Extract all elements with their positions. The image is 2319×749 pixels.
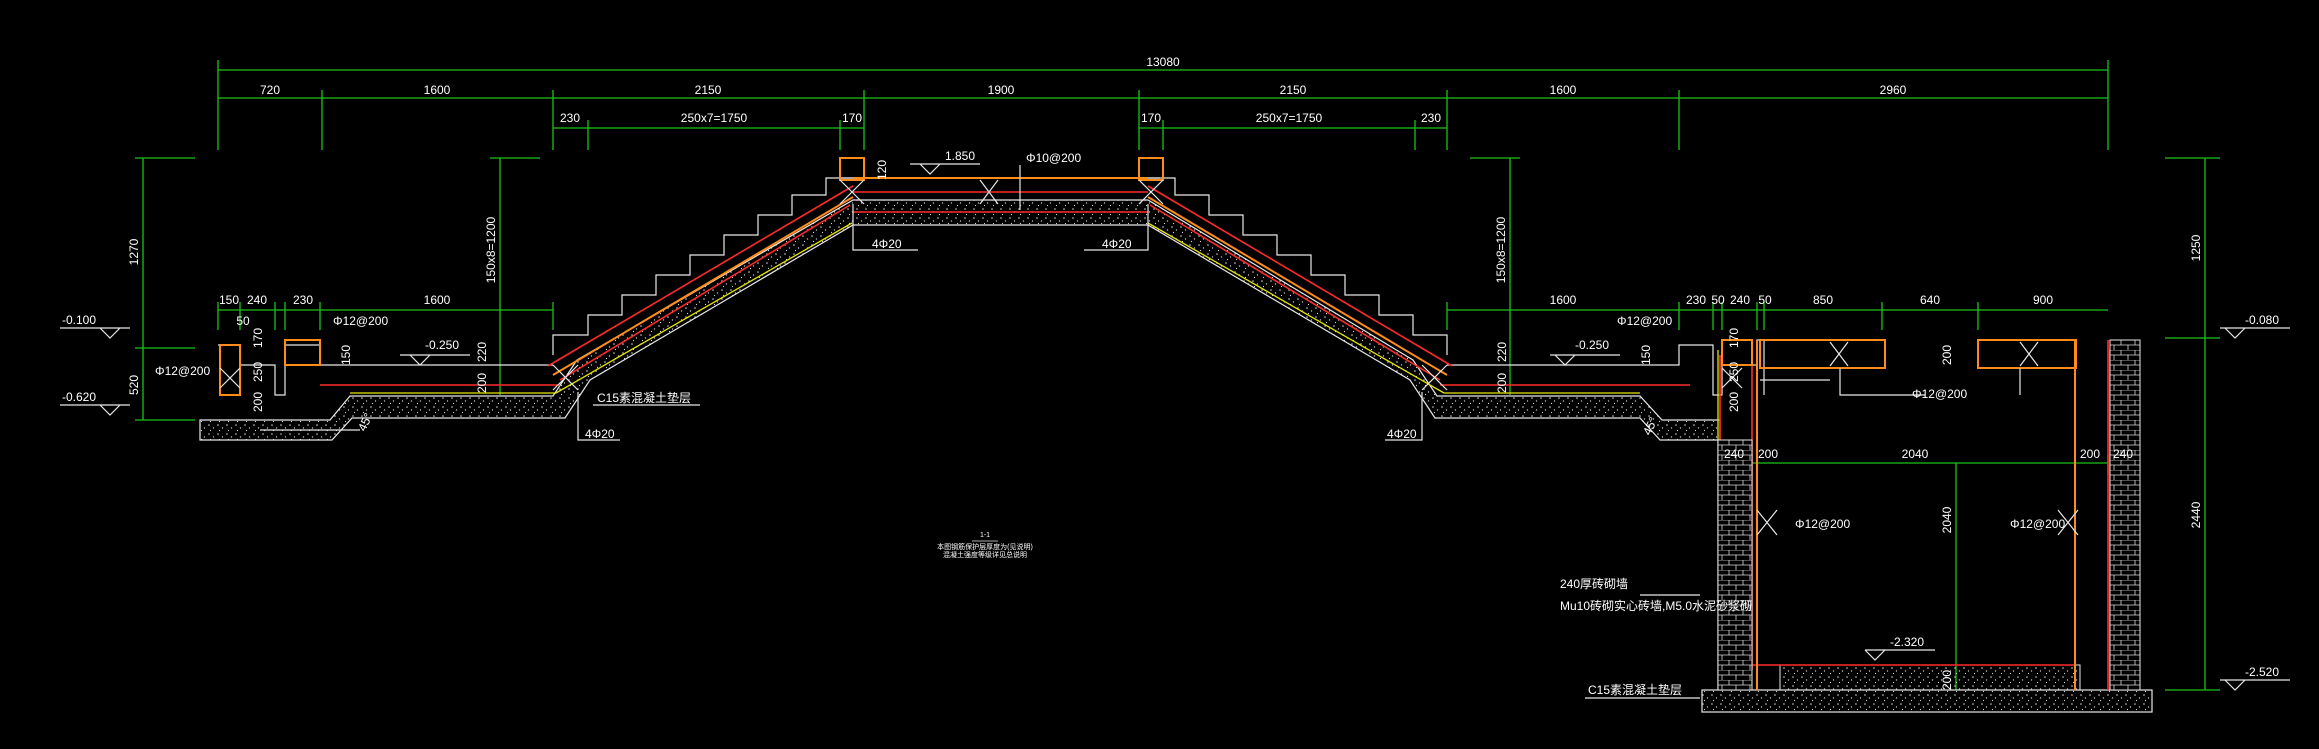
dim-right-240: 240 [1730,293,1750,307]
dim-right-850: 850 [1813,293,1833,307]
dim-v-520: 520 [127,375,141,395]
rebar-4phi20-bottom-right: 4Φ20 [1387,427,1417,441]
dim-v-170-left: 170 [251,328,265,348]
level-minus-0080: -0.080 [2245,313,2279,327]
rebar-4phi20-top-left: 4Φ20 [872,237,902,251]
level-markers [60,163,2290,691]
dim-left-1600: 1600 [424,293,451,307]
rebar-pit-left: Φ12@200 [1795,517,1850,531]
dim-top-1: 720 [260,83,280,97]
dim-top-7: 2960 [1880,83,1907,97]
dim-top-4: 1900 [988,83,1015,97]
rebar-phi12-right-top: Φ12@200 [1617,314,1672,328]
level-minus-0100: -0.100 [62,313,96,327]
dim-v-150-left: 150 [339,345,353,365]
dim-left-50: 50 [236,314,250,328]
rebar-top-label: Φ10@200 [1026,151,1081,165]
dim-stairL-1: 230 [560,111,580,125]
concrete-base-label: C15素混凝土垫层 [597,390,691,405]
level-minus-0250-right: -0.250 [1575,338,1609,352]
dim-pit-bottom-200: 200 [1940,670,1954,690]
dim-v-250-right: 250 [1727,362,1741,382]
dim-top-2: 1600 [424,83,451,97]
dim-total: 13080 [1146,55,1180,69]
dim-left-150: 150 [219,293,239,307]
rebar-4phi20-bottom-left: 4Φ20 [585,427,615,441]
dimension-lines [135,60,2220,691]
dim-v-200-left: 200 [475,373,489,393]
rebar-phi12-pit-top: Φ12@200 [1912,387,1967,401]
level-text: -0.100 -0.620 -0.250 1.850 -0.250 -0.080… [62,149,2279,679]
dim-pit-width: 2040 [1902,447,1929,461]
concrete-outlines [219,157,2077,690]
level-minus-2320: -2.320 [1890,635,1924,649]
dim-top-3: 2150 [695,83,722,97]
rebar-phi12-left: Φ12@200 [155,364,210,378]
dim-v-250-left: 250 [251,362,265,382]
yellow-outlines [350,222,2111,690]
section-note-1: 本图钢筋保护层厚度为(见说明) [937,542,1033,551]
dim-right-50: 50 [1711,293,1725,307]
dim-v-200-left-b: 200 [251,392,265,412]
dim-v-2440: 2440 [2189,501,2203,528]
dim-v-220-right: 220 [1495,342,1509,362]
dim-v-riser-left: 150x8=1200 [484,216,498,283]
dim-stairR-1: 170 [1141,111,1161,125]
level-1850: 1.850 [945,149,975,163]
concrete-base-pit-label: C15素混凝土垫层 [1588,682,1682,697]
brick-walls [1717,339,2141,691]
dim-top-6: 1600 [1550,83,1577,97]
dim-v-1250: 1250 [2189,234,2203,261]
level-minus-0250-left: -0.250 [425,338,459,352]
dim-right-230: 230 [1686,293,1706,307]
dim-pit-200-right: 200 [2080,447,2100,461]
wall-brick-label: 240厚砖砌墙 [1560,576,1628,591]
leader-lines [260,165,2021,699]
level-minus-0620: -0.620 [62,390,96,404]
dim-v-150-right: 150 [1639,345,1653,365]
dim-stairL-2: 250x7=1750 [681,111,748,125]
dim-v-200-right-b: 200 [1727,392,1741,412]
rebar-phi12-left-top: Φ12@200 [333,314,388,328]
section-title: 1-1 [980,532,990,539]
dim-v-200-right: 200 [1495,373,1509,393]
level-minus-2520: -2.520 [2245,665,2279,679]
dim-right-640: 640 [1920,293,1940,307]
dim-pit-top-200: 200 [1940,345,1954,365]
section-note-2: 混凝土强度等级详见总说明 [943,550,1027,559]
annotation-text: Φ10@200 4Φ20 4Φ20 4Φ20 4Φ20 Φ12@200 Φ12@… [155,151,2065,697]
dim-v-1270: 1270 [127,238,141,265]
dim-top-5: 2150 [1280,83,1307,97]
dim-v-220-left: 220 [475,342,489,362]
rebar-4phi20-top-right: 4Φ20 [1102,237,1132,251]
rebar-pit-right: Φ12@200 [2010,517,2065,531]
dim-left-230: 230 [293,293,313,307]
section-cross-marks [219,179,2079,536]
dim-pit-200-left: 200 [1758,447,1778,461]
dim-stairL-3: 170 [842,111,862,125]
dim-v-riser-right: 150x8=1200 [1494,216,1508,283]
dim-v-120: 120 [875,160,889,180]
dim-v-170-right: 170 [1727,328,1741,348]
dim-right-900: 900 [2033,293,2053,307]
dim-stairR-3: 230 [1421,111,1441,125]
dim-right-1600: 1600 [1550,293,1577,307]
dim-right-50b: 50 [1758,293,1772,307]
dim-left-240: 240 [247,293,267,307]
dim-pit-240-left: 240 [1724,447,1744,461]
dimension-text: 13080 720 1600 2150 1900 2150 1600 2960 … [127,55,2203,690]
dim-pit-height: 2040 [1940,506,1954,533]
dim-stairR-2: 250x7=1750 [1256,111,1323,125]
dim-pit-240-right: 240 [2113,447,2133,461]
wall-mortar-label: Mu10砖砌实心砖墙,M5.0水泥砂浆砌 [1560,598,1752,613]
